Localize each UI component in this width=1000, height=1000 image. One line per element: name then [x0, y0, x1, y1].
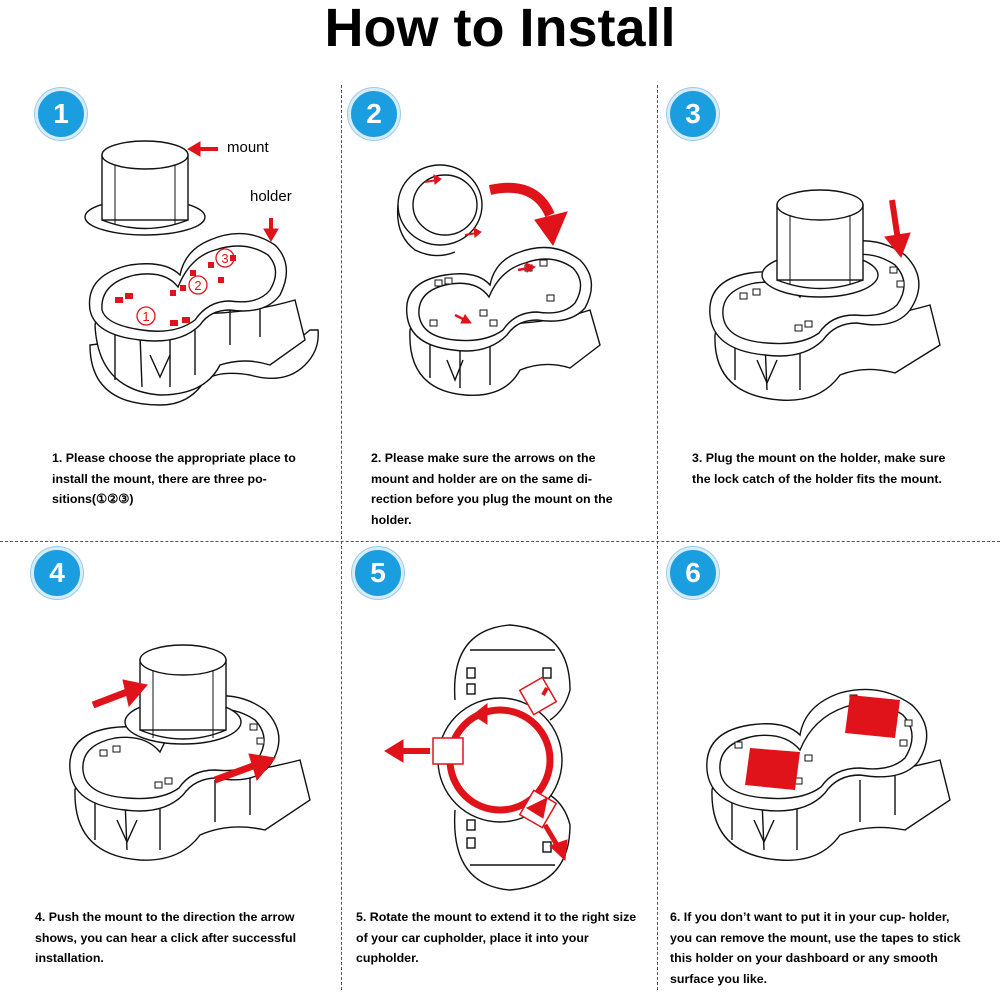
step-5-illustration	[384, 624, 571, 891]
step-5-caption: 5. Rotate the mount to extend it to the …	[356, 910, 637, 965]
step-6-illustration	[706, 688, 951, 861]
holder-label: holder	[250, 188, 292, 205]
step-badge-1: 1	[35, 88, 87, 140]
step-3-caption: 3. Plug the mount on the holder, make su…	[692, 451, 946, 486]
step-badge-2: 2	[348, 88, 400, 140]
step-2-illustration	[396, 164, 601, 396]
step-badge-3: 3	[667, 88, 719, 140]
divider-vertical-2	[657, 85, 658, 990]
divider-vertical-1	[341, 85, 342, 990]
step-4-caption: 4. Push the mount to the direction the a…	[35, 910, 297, 965]
position-3-label: 3	[221, 251, 228, 266]
step-2-caption: 2. Please make sure the arrows on the mo…	[371, 451, 613, 527]
step-1-illustration: 1 2 3	[84, 140, 319, 406]
step-badge-4: 4	[31, 547, 83, 599]
position-1-label: 1	[142, 309, 149, 324]
position-2-label: 2	[194, 278, 201, 293]
step-badge-6: 6	[667, 547, 719, 599]
divider-horizontal	[0, 541, 1000, 542]
step-4-illustration	[69, 644, 311, 861]
page-title: How to Install	[324, 0, 676, 58]
step-3-illustration	[709, 189, 941, 401]
step-6-caption: 6. If you don’t want to put it in your c…	[670, 910, 961, 986]
step-badge-5: 5	[352, 547, 404, 599]
step-1-caption: 1. Please choose the appropriate place t…	[52, 451, 296, 506]
mount-label: mount	[227, 139, 269, 156]
